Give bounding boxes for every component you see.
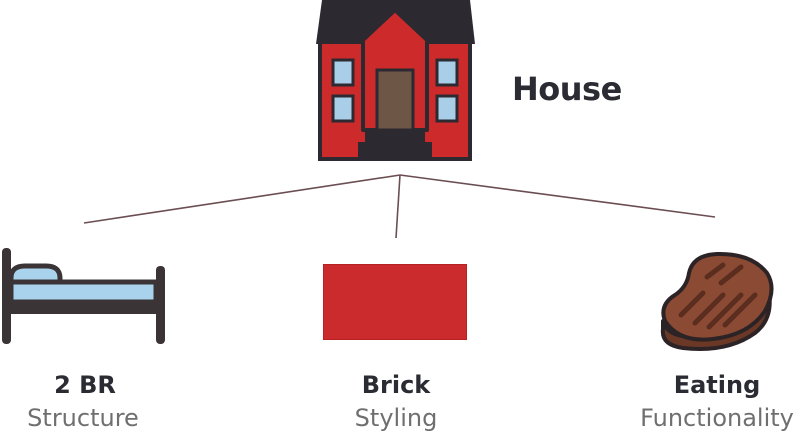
connector-to-bed — [83, 174, 401, 224]
child-sublabel-structure: Structure — [27, 404, 139, 432]
root-label: House — [512, 70, 622, 108]
child-label-functionality: Eating — [673, 371, 761, 399]
connector-to-steak — [399, 174, 716, 218]
child-label-structure: 2 BR — [54, 371, 116, 399]
brick-icon — [323, 264, 467, 340]
child-label-styling: Brick — [361, 371, 431, 399]
steak-icon — [660, 251, 774, 351]
connector-to-brick — [395, 174, 401, 239]
child-sublabel-functionality: Functionality — [640, 404, 794, 432]
house-icon — [316, 0, 475, 161]
bed-icon — [2, 248, 165, 344]
child-sublabel-styling: Styling — [354, 404, 438, 432]
